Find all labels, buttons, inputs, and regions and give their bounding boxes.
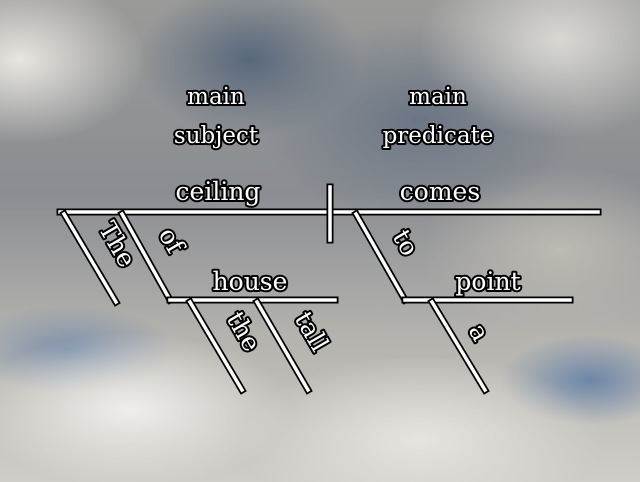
diagram-lines <box>56 183 602 395</box>
word-verb: comes <box>400 177 480 206</box>
modifier-line-the <box>59 209 121 307</box>
predicate-heading-line2: predicate <box>383 123 494 149</box>
word-a: a <box>463 319 496 346</box>
word-house: house <box>213 267 288 296</box>
word-point: point <box>455 267 520 296</box>
predicate-heading-line1: main <box>409 84 467 110</box>
modifier-line-a <box>427 297 490 395</box>
word-subject: ceiling <box>176 177 261 206</box>
subject-heading-line2: subject <box>174 123 259 149</box>
word-the: The <box>93 217 142 273</box>
word-to: to <box>387 225 425 261</box>
preposition-line-of <box>117 209 339 305</box>
subject-heading-line1: main <box>187 84 245 110</box>
modifier-line-tall <box>252 297 313 395</box>
word-the-2: the <box>221 307 267 357</box>
modifier-line-the-2 <box>185 297 247 395</box>
word-of: of <box>153 223 191 260</box>
word-tall: tall <box>289 307 335 357</box>
